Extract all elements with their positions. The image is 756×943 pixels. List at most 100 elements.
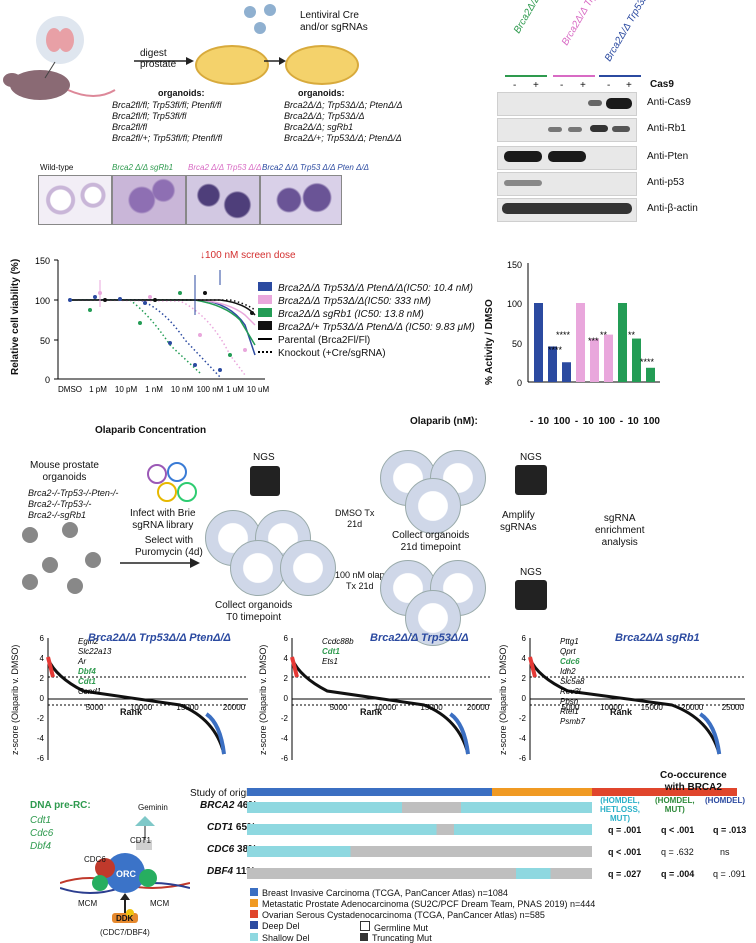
- y-tick: 2: [284, 674, 289, 683]
- micro-label: Brca2 Δ/Δ sgRb1: [112, 163, 174, 172]
- group-bar: [553, 75, 595, 77]
- q-value: q = .013: [713, 825, 747, 835]
- x-tick: 10000: [130, 703, 153, 712]
- screen-dose-annotation: ↓100 nM screen dose: [200, 250, 296, 261]
- y-axis-label: % Activity / DMSO: [484, 299, 495, 385]
- legend-swatch: [258, 308, 272, 317]
- blot-actin: [497, 198, 637, 222]
- collect-t0-label: Collect organoids T0 timepoint: [215, 600, 293, 623]
- sig-label: **: [600, 330, 608, 340]
- mut-legend-item: Truncating Mut: [360, 933, 470, 943]
- x-tick: 20000: [223, 703, 246, 712]
- col-header: (HOMDEL, HETLOSS, MUT): [600, 796, 641, 823]
- activity-bar: [548, 346, 557, 382]
- blot-pten: [497, 146, 637, 170]
- blot-label: Anti-Cas9: [647, 97, 691, 108]
- gene-label: CDT1 65%: [207, 822, 256, 833]
- study-bar-prostate: [492, 788, 592, 796]
- select-label: Select with Puromycin (4d): [135, 535, 203, 558]
- lane-sign: -: [560, 80, 564, 91]
- x-tick: 10 nM: [171, 385, 194, 394]
- sig-label: ***: [588, 336, 599, 346]
- col-header: (HOMDEL, MUT): [655, 796, 695, 814]
- mouse-illustration: [3, 16, 116, 100]
- q-value: q = .632: [661, 847, 694, 857]
- gene-label: Rev3L: [560, 687, 583, 696]
- sig-label: **: [628, 330, 636, 340]
- solid-line-icon: [258, 338, 272, 340]
- organoids-right-title: organoids:: [298, 88, 345, 98]
- study-legend-item: Breast Invasive Carcinoma (TCGA, PanCanc…: [250, 888, 595, 899]
- pre-rc-genes: Cdt1 Cdc6 Dbf4: [30, 815, 54, 852]
- plot-title: Brca2Δ/Δ Trp53Δ/Δ: [370, 632, 469, 644]
- gene-label: Idh2: [560, 667, 576, 676]
- activity-bar: [618, 303, 627, 382]
- y-tick: 100: [35, 296, 50, 306]
- y-tick: 150: [35, 256, 50, 266]
- x-tick: 1 nM: [145, 385, 163, 394]
- y-tick: 4: [284, 654, 289, 663]
- mut-legend-item: Germline Mut: [360, 921, 470, 933]
- x-axis-label: Rank: [360, 707, 383, 717]
- gene-label: Cdt1: [78, 677, 96, 686]
- legend-item: Brca2Δ/Δ sgRb1 (IC50: 13.8 nM): [258, 308, 475, 321]
- gene-label: Pbsn: [560, 697, 579, 706]
- cas9-label: Cas9: [650, 79, 674, 90]
- x-tick: 15000: [641, 703, 664, 712]
- q-value: q = .001: [608, 825, 642, 835]
- blot-label: Anti-β-actin: [647, 203, 698, 214]
- mcm-label: MCM: [78, 899, 98, 908]
- lentiviral-label: Lentiviral Cre and/or sgRNAs: [300, 10, 368, 33]
- q-value: ns: [720, 847, 730, 857]
- study-bar-ovarian: [592, 788, 737, 796]
- x-tick: 10 uM: [247, 385, 270, 394]
- gene-label: Ets1: [322, 657, 338, 666]
- y-tick: 0: [40, 694, 45, 703]
- y-tick: 0: [45, 375, 50, 385]
- sequencer-icon: [250, 466, 280, 496]
- x-axis-label: Olaparib (nM):: [410, 416, 478, 427]
- group-label: Brca2Δ/Δ sgRb1: [512, 0, 559, 36]
- gene-label: Slc5a8: [560, 677, 585, 686]
- gene-label: Psmb7: [560, 717, 585, 726]
- micrograph-trp53: [186, 175, 260, 225]
- lane-sign: +: [580, 80, 586, 91]
- gene-label: Ccnd1: [78, 687, 101, 696]
- gene-label: Cdt1: [322, 647, 340, 656]
- enriched-hits: [46, 656, 55, 678]
- dose-response-chart: 0 50 100 150 DMSO 1 pM 10 pM 1 nM 10 nM …: [35, 256, 270, 394]
- collect-21d-label: Collect organoids 21d timepoint: [392, 530, 470, 553]
- pre-rc-title: DNA pre-RC:: [30, 800, 91, 811]
- arrow-icon: [134, 57, 194, 65]
- q-value: q = .027: [608, 869, 642, 879]
- mouse-organoids-label: Mouse prostate organoids: [30, 460, 99, 483]
- sequencer-icon: [515, 465, 547, 495]
- study-legend-item: Ovarian Serous Cystadenocarcinoma (TCGA,…: [250, 910, 595, 921]
- plot-title: Brca2Δ/Δ Trp53Δ/Δ PtenΔ/Δ: [88, 632, 231, 644]
- y-tick: 50: [40, 336, 50, 346]
- lane-sign: -: [607, 80, 611, 91]
- y-tick: 4: [522, 654, 527, 663]
- gene-label: Cdc6: [560, 657, 580, 666]
- activity-bar: [646, 367, 655, 382]
- y-tick: 6: [40, 634, 45, 643]
- chart-legend: Brca2Δ/Δ Trp53Δ/Δ PtenΔ/Δ(IC50: 10.4 nM)…: [258, 282, 475, 360]
- y-tick: 6: [522, 634, 527, 643]
- x-axis-label: Rank: [610, 707, 633, 717]
- activity-bar: [632, 338, 641, 382]
- geminin-label: Geminin: [138, 803, 168, 812]
- mut-legend-item: Deep Del: [250, 921, 360, 933]
- y-tick: -6: [37, 754, 45, 763]
- study-legend-item: Metastatic Prostate Adenocarcinoma (SU2C…: [250, 899, 595, 910]
- mut-legend-item: Shallow Del: [250, 933, 360, 943]
- micrograph-sgrb1: [112, 175, 186, 225]
- depleted-hits: [699, 712, 722, 755]
- x-axis-label: Olaparib Concentration: [95, 425, 207, 436]
- group-label: Brca2Δ/Δ Trp53Δ/Δ PtenΔ/Δ: [603, 0, 676, 64]
- dmso-label: DMSO Tx 21d: [335, 508, 375, 529]
- x-tick: 1 uM: [226, 385, 244, 394]
- activity-bar: [590, 338, 599, 382]
- x-tick: 10000: [374, 703, 397, 712]
